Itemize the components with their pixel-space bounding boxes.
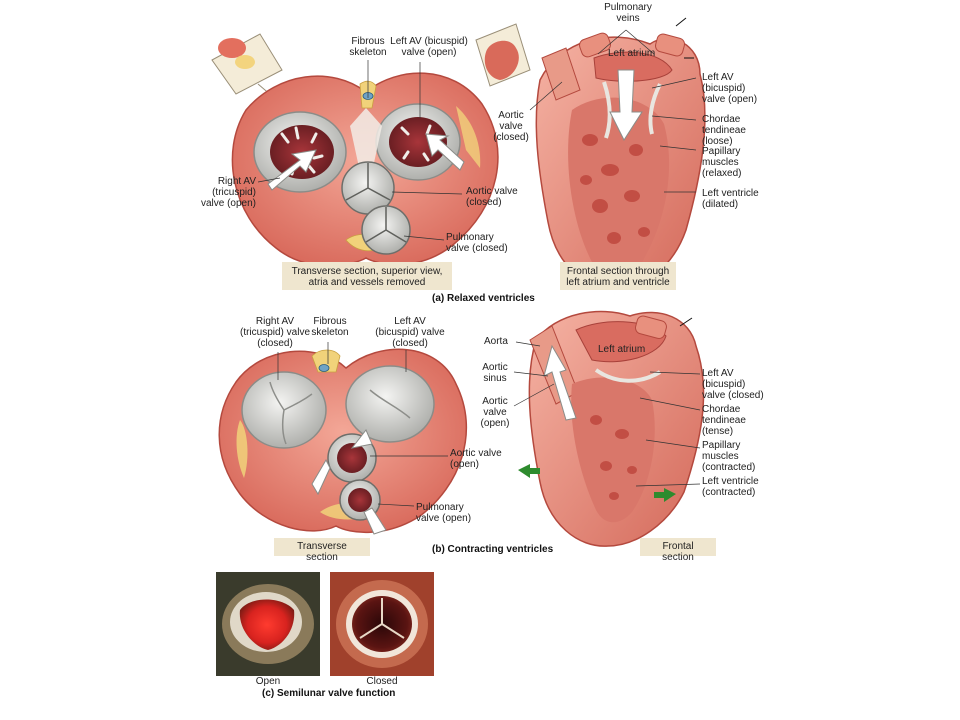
label-papillary-contracted: Papillary muscles (contracted) xyxy=(702,440,756,473)
label-open: Open xyxy=(255,676,281,687)
panel-a-title: (a) Relaxed ventricles xyxy=(432,293,535,304)
label-chordae-loose: Chordae tendineae (loose) xyxy=(702,114,746,147)
panel-b-frontal-section xyxy=(513,310,705,547)
label-aorta: Aorta xyxy=(484,336,508,347)
green-arrow-right-icon xyxy=(654,488,676,502)
label-papillary-relaxed: Papillary muscles (relaxed) xyxy=(702,146,742,179)
label-aortic-valve-open: Aortic valve (open) xyxy=(450,448,502,470)
label-aortic-valve-open-frontal: Aortic valve (open) xyxy=(480,396,510,429)
label-closed: Closed xyxy=(366,676,398,687)
orientation-inset-frontal-a xyxy=(475,23,531,87)
caption-frontal-b: Frontal section xyxy=(640,538,716,563)
panel-a-transverse-section xyxy=(211,33,499,267)
caption-transverse-a: Transverse section, superior view, atria… xyxy=(282,262,452,290)
label-aortic-sinus: Aortic sinus xyxy=(482,362,508,384)
label-pulmonary-veins: Pulmonary veins xyxy=(604,2,652,24)
photo-open-valve xyxy=(216,572,320,676)
label-left-av-closed-frontal: Left AV (bicuspid) valve (closed) xyxy=(702,368,764,401)
orientation-inset-a xyxy=(211,33,292,112)
label-right-av-closed: Right AV (tricuspid) valve (closed) xyxy=(239,316,311,349)
caption-transverse-b: Transverse section xyxy=(274,538,370,563)
panel-c-title: (c) Semilunar valve function xyxy=(262,688,396,699)
label-pulmonary-valve-closed: Pulmonary valve (closed) xyxy=(446,232,508,254)
green-arrow-left-icon xyxy=(518,464,540,478)
label-fibrous-skeleton-a: Fibrous skeleton xyxy=(349,36,387,58)
label-aortic-valve-closed-frontal: Aortic valve (closed) xyxy=(493,110,529,143)
label-pulmonary-valve-open: Pulmonary valve (open) xyxy=(416,502,472,524)
panel-b-title: (b) Contracting ventricles xyxy=(432,544,554,555)
label-fibrous-skeleton-b: Fibrous skeleton xyxy=(311,316,349,338)
label-left-av-open-frontal: Left AV (bicuspid) valve (open) xyxy=(702,72,758,105)
label-left-ventricle-contracted: Left ventricle (contracted) xyxy=(702,476,759,498)
label-aortic-valve-closed: Aortic valve (closed) xyxy=(466,186,518,208)
photo-closed-valve xyxy=(330,572,434,676)
panel-b-transverse-section xyxy=(218,342,468,535)
caption-frontal-a: Frontal section through left atrium and … xyxy=(560,262,676,290)
label-right-av-open: Right AV (tricuspid) valve (open) xyxy=(200,176,256,209)
label-left-av-open: Left AV (bicuspid) valve (open) xyxy=(390,36,468,58)
panel-a-frontal-section xyxy=(475,17,706,289)
panel-c-photos xyxy=(216,572,434,676)
label-chordae-tense: Chordae tendineae (tense) xyxy=(702,404,746,437)
label-left-atrium-a: Left atrium xyxy=(608,48,656,59)
label-left-ventricle-dilated: Left ventricle (dilated) xyxy=(702,188,759,210)
label-left-atrium-b: Left atrium xyxy=(598,344,646,355)
label-left-av-closed: Left AV (bicuspid) valve (closed) xyxy=(375,316,445,349)
